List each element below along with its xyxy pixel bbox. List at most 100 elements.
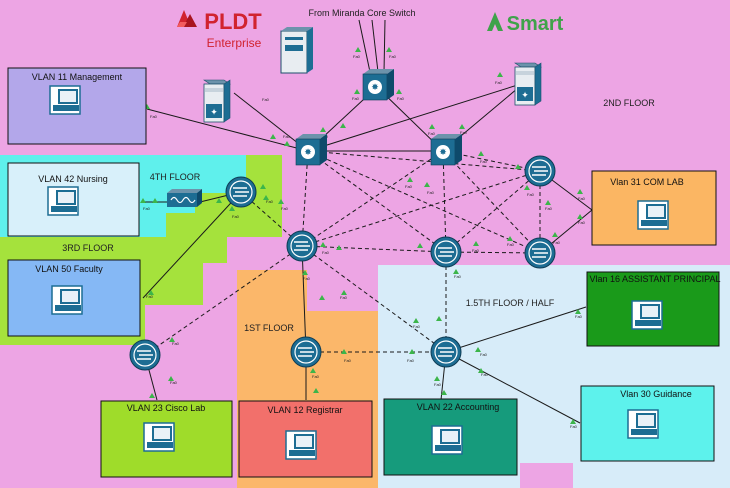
cable (307, 150, 447, 253)
port-label: Fa0 (480, 352, 488, 357)
cable (146, 108, 309, 152)
pc-icon (627, 409, 659, 439)
port-label: Fa0 (578, 196, 586, 201)
distribution-switch-icon[interactable]: ✸ (295, 134, 327, 166)
cable (358, 19, 371, 73)
distribution-switch-icon[interactable]: ✸ (430, 134, 462, 166)
cable (233, 92, 309, 152)
vlan-label: VLAN 22 Accounting (417, 402, 500, 412)
svg-text:✦: ✦ (210, 107, 218, 117)
port-label: Fa0 (407, 358, 415, 363)
cable (301, 245, 307, 353)
port-label: Fa0 (232, 214, 240, 219)
pldt-name: PLDT (204, 9, 262, 34)
pc-icon (631, 300, 663, 330)
vlan-label: VLAN 42 Nursing (38, 174, 108, 184)
vlan-label: Vlan 16 ASSISTANT PRINCIPAL (589, 274, 720, 284)
port-label: Fa0 (454, 274, 462, 279)
access-switch-icon[interactable] (524, 155, 556, 187)
port-label: Fa0 (322, 250, 330, 255)
port-label: Fa0 (150, 114, 158, 119)
cable (383, 19, 386, 73)
port-label: Fa0 (146, 294, 154, 299)
port-label: Fa0 (170, 380, 178, 385)
cable (301, 150, 444, 247)
vlan-labels: VLAN 11 Management VLAN 42 Nursing VLAN … (32, 72, 721, 415)
server-icon[interactable] (280, 27, 313, 74)
firewall-smart[interactable]: ✦ (514, 62, 542, 106)
port-label: Fa0 (495, 80, 503, 85)
pc-icon (637, 200, 669, 230)
core-switch-icon[interactable]: ✸ (362, 69, 394, 101)
port-label: Fa0 (545, 206, 553, 211)
access-switch-icon[interactable] (290, 336, 322, 368)
floor-1-label: 1ST FLOOR (244, 323, 294, 333)
port-label: Fa0 (507, 242, 515, 247)
smart-logo: Smart (487, 12, 564, 35)
port-label: Fa0 (389, 54, 397, 59)
port-label: Fa0 (143, 206, 151, 211)
port-label: Fa0 (405, 184, 413, 189)
hub-icon[interactable] (167, 189, 202, 207)
port-label: Fa0 (527, 192, 535, 197)
pldt-logo: PLDT Enterprise (177, 9, 262, 50)
port-label: Fa0 (303, 276, 311, 281)
pc-icons (47, 85, 669, 460)
access-switch-icon[interactable] (129, 339, 161, 371)
svg-text:✸: ✸ (439, 147, 447, 157)
vlan-label: VLAN 23 Cisco Lab (127, 403, 206, 413)
cable (442, 150, 541, 254)
pc-icon (49, 85, 81, 115)
vlan-label: Vlan 31 COM LAB (610, 177, 684, 187)
port-label: Fa0 (172, 341, 180, 346)
port-label: Fa0 (353, 54, 361, 59)
cable (307, 82, 525, 152)
pldt-subtitle: Enterprise (207, 36, 262, 50)
firewall-pldt[interactable]: ✦ (203, 79, 231, 123)
port-label: Fa0 (352, 96, 360, 101)
port-label: Fa0 (472, 248, 480, 253)
smart-mark-icon (487, 12, 503, 31)
port-label: Fa0 (281, 206, 289, 211)
port-label: Fa0 (428, 131, 436, 136)
access-switch-icon[interactable] (524, 237, 556, 269)
cable (307, 150, 541, 172)
pldt-mark-icon (177, 10, 197, 27)
vlan-box[interactable] (7, 259, 141, 337)
floor-2-label: 2ND FLOOR (603, 98, 655, 108)
access-switch-icon[interactable] (286, 230, 318, 262)
vlan-box[interactable] (591, 170, 717, 246)
port-label: Fa0 (434, 382, 442, 387)
port-label: Fa0 (283, 134, 291, 139)
vlan-boxes (7, 67, 720, 478)
floor-15-label: 1.5TH FLOOR / HALF (466, 298, 555, 308)
cable (445, 251, 541, 254)
port-label: Fa0 (266, 199, 274, 204)
cable (445, 351, 581, 424)
cable (371, 19, 379, 73)
port-label: Fa0 (570, 424, 578, 429)
port-label: Fa0 (575, 314, 583, 319)
floor-3-label: 3RD FLOOR (62, 243, 114, 253)
access-switch-icon[interactable] (225, 176, 257, 208)
pc-icon (285, 430, 317, 460)
port-markers (140, 47, 583, 424)
port-label: Fa0 (460, 130, 468, 135)
floor-4-label: 4TH FLOOR (150, 172, 201, 182)
access-switch-icon[interactable] (430, 236, 462, 268)
floor-labels: From Miranda Core Switch 2ND FLOOR 4TH F… (62, 8, 655, 333)
vlan-label: VLAN 12 Registrar (267, 405, 342, 415)
access-switch-icon[interactable] (430, 336, 462, 368)
svg-text:✦: ✦ (521, 90, 529, 100)
core-switch-label: From Miranda Core Switch (308, 8, 415, 18)
vlan-label: VLAN 11 Management (32, 72, 123, 82)
cable (301, 150, 309, 247)
cable (142, 191, 242, 299)
port-label: Fa0 (480, 159, 488, 164)
pc-icon (431, 425, 463, 455)
svg-text:✸: ✸ (304, 147, 312, 157)
smart-name: Smart (507, 13, 564, 35)
cable (301, 245, 447, 353)
